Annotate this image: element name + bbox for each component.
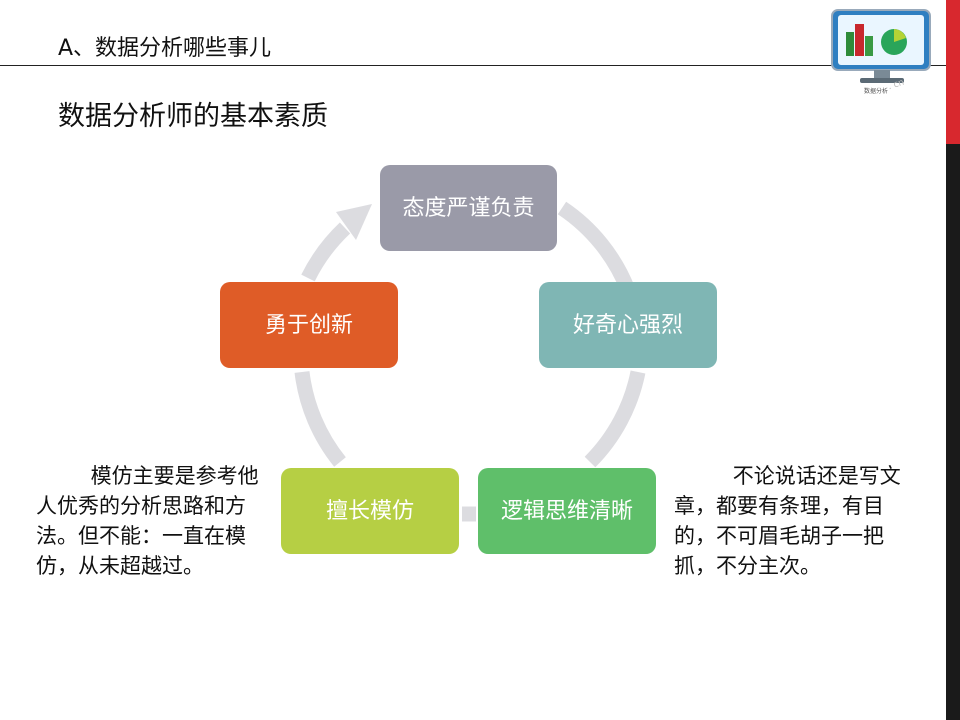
cycle-node-imitation: 擅长模仿 — [281, 468, 459, 554]
note-imitation: 模仿主要是参考他人优秀的分析思路和方法。但不能：一直在模仿，从未超越过。 — [36, 464, 259, 578]
note-logic: 不论说话还是写文章，都要有条理，有目的，不可眉毛胡子一把抓，不分主次。 — [674, 464, 901, 578]
logo-caption: 数据分析 — [864, 88, 889, 95]
cycle-node-logical: 逻辑思维清晰 — [478, 468, 656, 554]
cycle-node-rigorous: 态度严谨负责 — [380, 165, 557, 251]
cycle-arc-4 — [294, 370, 346, 467]
cycle-arc-5 — [301, 222, 351, 282]
cycle-arc-2 — [584, 370, 646, 468]
header-divider — [0, 65, 946, 66]
page-title: 数据分析师的基本素质 — [58, 101, 328, 132]
section-title: A、数据分析哪些事儿 — [58, 36, 272, 61]
right-edge-bar — [946, 0, 960, 720]
cycle-arc-1 — [557, 201, 635, 293]
right-edge-accent — [946, 0, 960, 144]
cycle-arrowhead — [336, 204, 372, 240]
cycle-node-innovation: 勇于创新 — [220, 282, 398, 368]
cycle-node-curious: 好奇心强烈 — [539, 282, 717, 368]
monitor-chart-logo-icon — [831, 9, 931, 83]
